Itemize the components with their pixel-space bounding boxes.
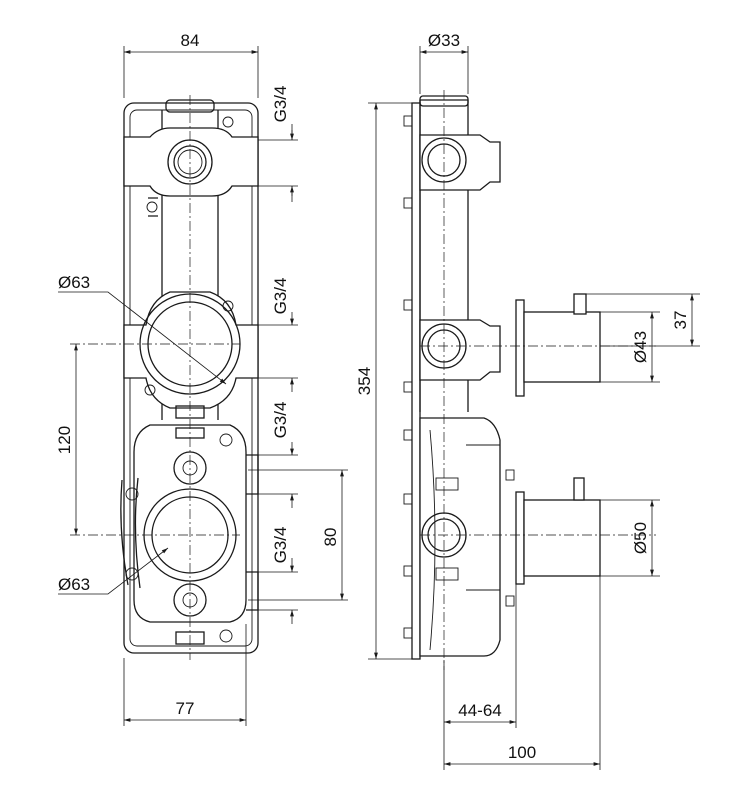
thread-label-3: G3/4 (271, 402, 290, 439)
top-outlet (123, 116, 259, 217)
upper-valve-body (123, 291, 259, 419)
side-plate (411, 102, 421, 660)
lower-handle (523, 499, 601, 577)
thread-label-2: G3/4 (271, 278, 290, 315)
dim-dia-43: Ø43 (631, 331, 650, 363)
front-view: 84 77 120 80 G3/4 G3/4 G3/4 G3/4 Ø63 (55, 31, 348, 726)
dim-depth-range: 44-64 (458, 701, 501, 720)
dim-width-top: 84 (181, 31, 200, 50)
upper-handle-flange (515, 299, 525, 397)
upper-handle (523, 311, 601, 383)
dia-label-lower: Ø63 (58, 575, 90, 594)
dim-height-354: 354 (355, 367, 374, 395)
dim-width-bottom: 77 (176, 699, 195, 718)
dim-37: 37 (671, 311, 690, 330)
lower-valve-body (120, 424, 259, 645)
dim-height-80: 80 (321, 528, 340, 547)
dim-height-120: 120 (55, 426, 74, 454)
dim-depth-100: 100 (508, 743, 536, 762)
dim-dia-50: Ø50 (631, 522, 650, 554)
thread-label-4: G3/4 (271, 527, 290, 564)
dia-label-upper: Ø63 (58, 273, 90, 292)
side-view: Ø33 354 37 Ø43 Ø50 44-64 100 (355, 31, 700, 770)
dim-dia-33: Ø33 (428, 31, 460, 50)
thread-label-1: G3/4 (271, 86, 290, 123)
lower-handle-flange (515, 491, 525, 585)
